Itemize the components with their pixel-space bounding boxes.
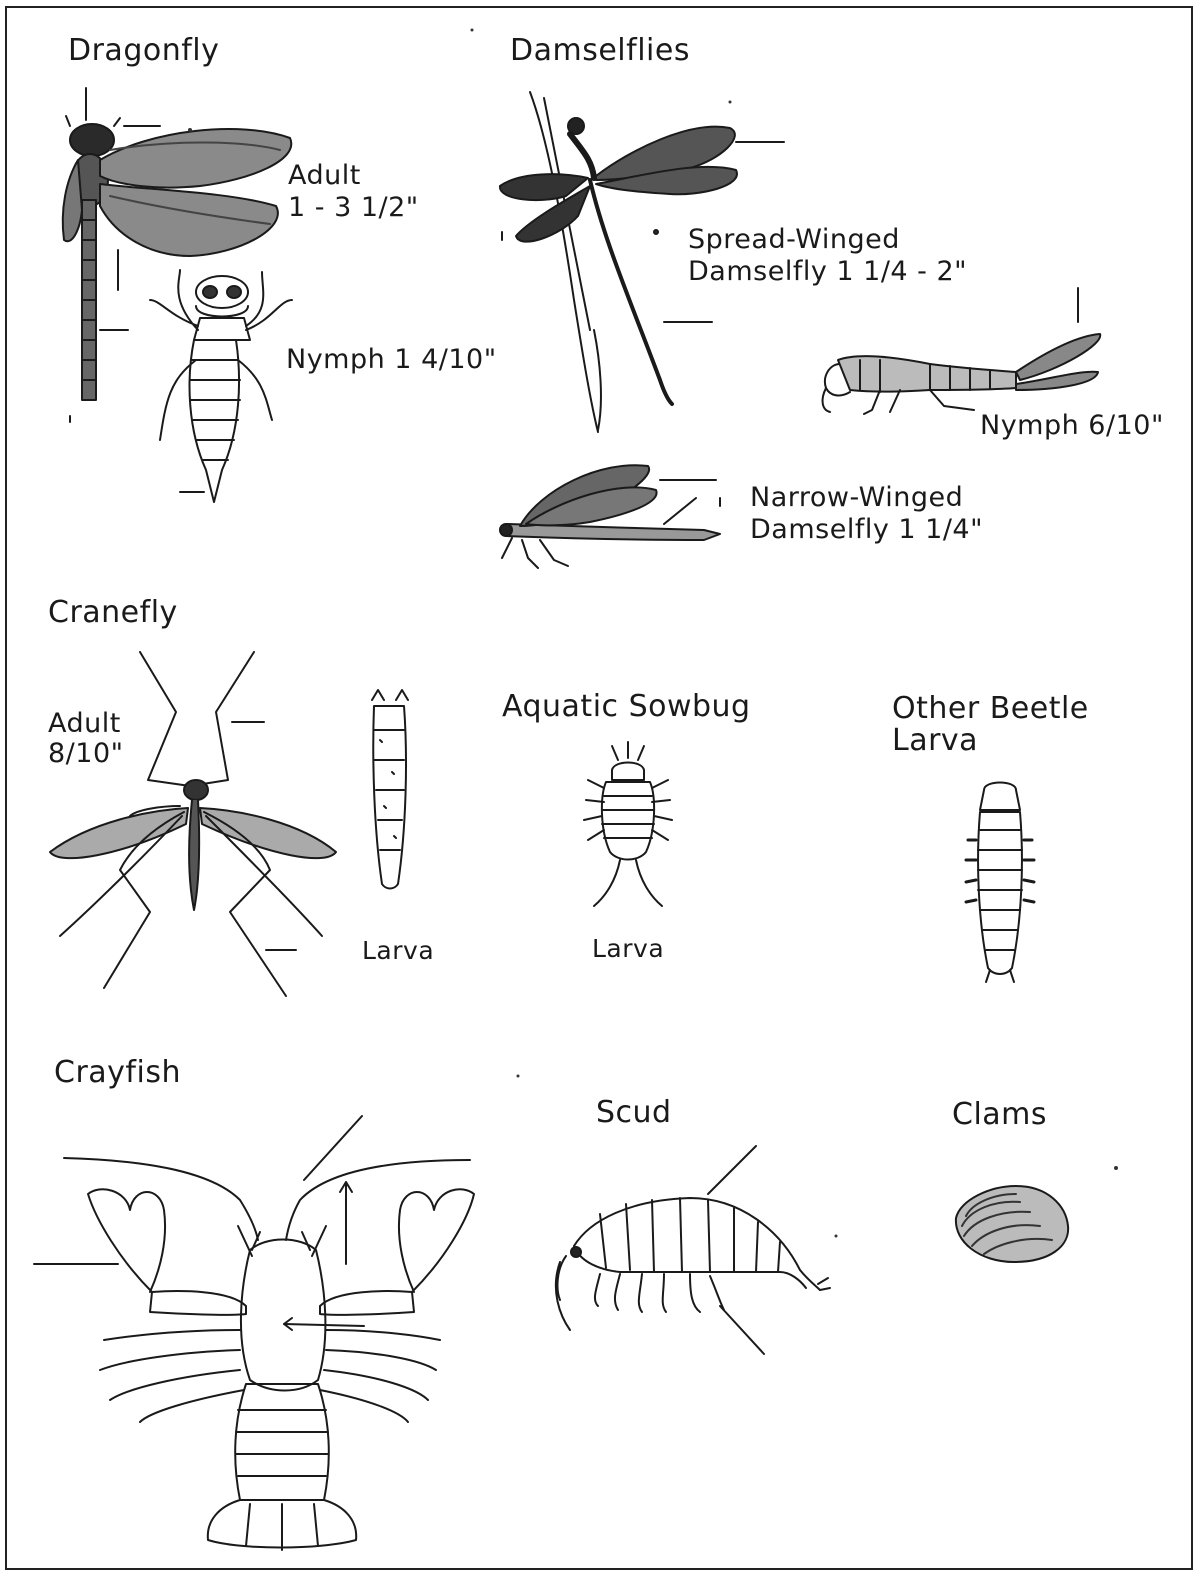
dragonfly-nymph-drawing (150, 270, 292, 502)
sowbug-larva-label: Larva (592, 934, 664, 964)
dragonfly-nymph-label: Nymph 1 4/10" (286, 344, 497, 376)
dragonfly-adult-size: 1 - 3 1/2" (288, 192, 419, 224)
damselflies-title: Damselflies (510, 34, 690, 68)
narrow-winged-label: Narrow-Winged (750, 482, 963, 514)
sowbug-title: Aquatic Sowbug (502, 690, 751, 724)
dragonfly-adult-drawing (63, 88, 292, 422)
clam-drawing (956, 1186, 1068, 1262)
aquatic-sowbug-drawing (584, 742, 672, 906)
cranefly-larva-label: Larva (362, 936, 434, 966)
beetle-larva-title-line2: Larva (892, 724, 978, 758)
cranefly-title: Cranefly (48, 596, 178, 630)
spread-winged-label: Spread-Winged (688, 224, 900, 256)
narrow-winged-size: Damselfly 1 1/4" (750, 514, 983, 546)
beetle-larva-title: Other Beetle (892, 692, 1089, 726)
dragonfly-title: Dragonfly (68, 34, 219, 68)
cranefly-adult-drawing (50, 652, 336, 996)
spread-winged-size: Damselfly 1 1/4 - 2" (688, 256, 967, 288)
cranefly-larva-drawing (372, 690, 408, 889)
damselfly-nymph-label: Nymph 6/10" (980, 410, 1164, 442)
scud-title: Scud (596, 1096, 672, 1130)
crayfish-drawing (34, 1116, 474, 1550)
cranefly-adult-label: Adult (48, 708, 121, 740)
beetle-larva-drawing (966, 783, 1034, 983)
narrow-winged-damselfly-drawing (500, 465, 720, 568)
cranefly-adult-size: 8/10" (48, 738, 124, 770)
clams-title: Clams (952, 1098, 1047, 1132)
scud-drawing (556, 1146, 830, 1354)
damselfly-nymph-drawing (823, 288, 1101, 414)
dragonfly-adult-label: Adult (288, 160, 361, 192)
crayfish-title: Crayfish (54, 1056, 181, 1090)
